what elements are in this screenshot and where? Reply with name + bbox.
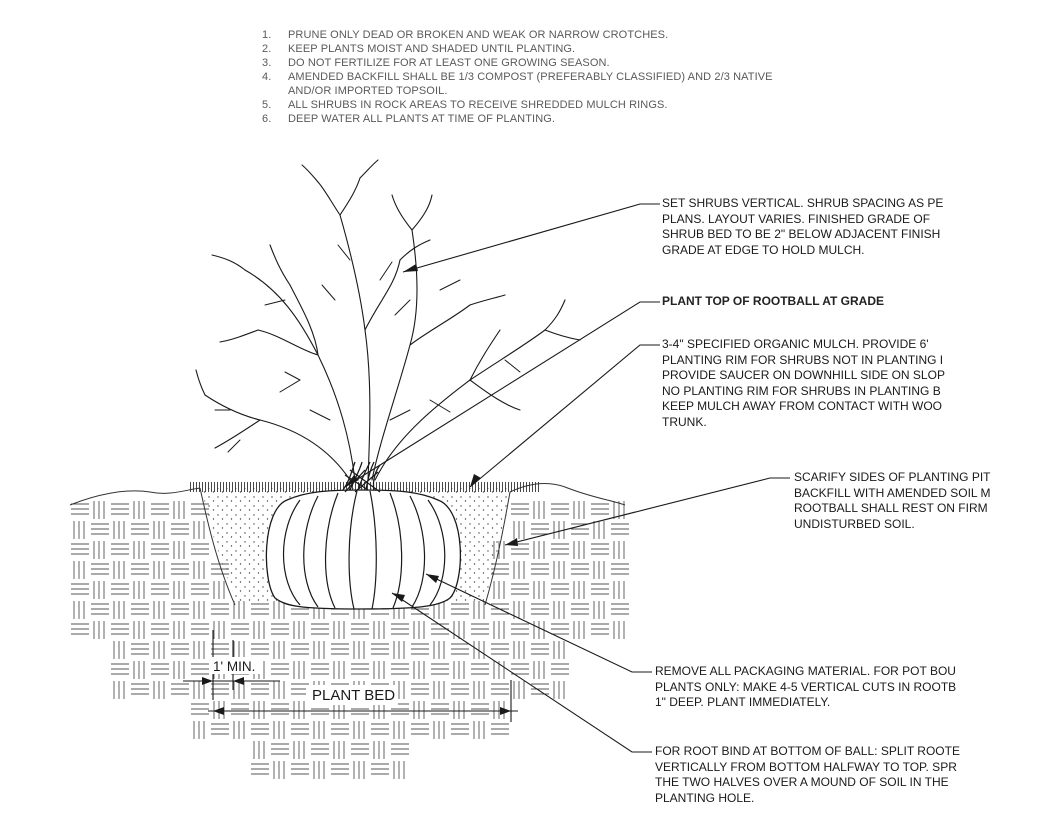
rootball-lines (283, 490, 446, 610)
note-item: 5.ALL SHRUBS IN ROCK AREAS TO RECEIVE SH… (262, 99, 668, 111)
leader-arrowheads (345, 264, 518, 602)
planting-notes-list: 1.PRUNE ONLY DEAD OR BROKEN AND WEAK OR … (262, 28, 773, 126)
callout-scarify: SCARIFY SIDES OF PLANTING PIT BACKFILL W… (794, 470, 991, 531)
callout-set-shrubs: SET SHRUBS VERTICAL. SHRUB SPACING AS PE… (662, 196, 944, 257)
callout-packaging: REMOVE ALL PACKAGING MATERIAL. FOR POT B… (655, 664, 957, 710)
note-item: 4.AMENDED BACKFILL SHALL BE 1/3 COMPOST … (262, 71, 773, 97)
dimension-arrowheads (202, 677, 511, 715)
callout-plant-top: PLANT TOP OF ROOTBALL AT GRADE (662, 294, 884, 308)
min-dimension-label: 1' MIN. (213, 659, 255, 674)
leader-lines (344, 203, 790, 753)
note-item: 2.KEEP PLANTS MOIST AND SHADED UNTIL PLA… (262, 43, 576, 55)
shrub-twigs (214, 244, 521, 453)
bed-label-mask (306, 685, 398, 705)
min-label-mask (211, 657, 263, 674)
note-item: 1.PRUNE ONLY DEAD OR BROKEN AND WEAK OR … (262, 29, 669, 41)
callout-root-bind: FOR ROOT BIND AT BOTTOM OF BALL: SPLIT R… (655, 744, 960, 805)
rootball (265, 489, 462, 610)
callout-mulch: 3-4" SPECIFIED ORGANIC MULCH. PROVIDE 6'… (662, 337, 945, 429)
note-item: 6.DEEP WATER ALL PLANTS AT TIME OF PLANT… (262, 113, 556, 125)
note-item: 3.DO NOT FERTILIZE FOR AT LEAST ONE GROW… (262, 57, 610, 69)
shrub-branches (195, 159, 581, 481)
plant-bed-dimension-label: PLANT BED (312, 687, 395, 704)
